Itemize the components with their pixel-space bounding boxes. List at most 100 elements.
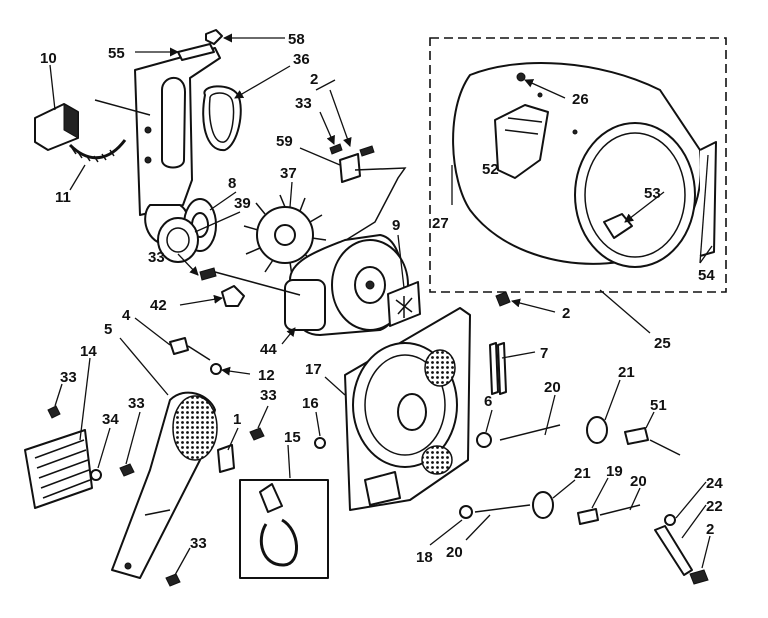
baffle-ribs [504, 117, 543, 135]
callout-10: 10 [40, 50, 57, 67]
bulkhead-inner [364, 354, 446, 456]
drum-assembly [429, 37, 727, 293]
drum-assembly-box [429, 37, 727, 293]
screw-33 [119, 463, 135, 477]
callout-2: 2 [310, 71, 318, 88]
bracket-1 [217, 444, 235, 473]
drum-hole [537, 92, 543, 98]
callout-44: 44 [260, 341, 277, 358]
glide-strip [489, 342, 499, 395]
drum-pulley-hub [166, 227, 190, 253]
callout-2: 2 [562, 305, 570, 322]
drum-front-rim [584, 132, 686, 258]
callout-59: 59 [276, 133, 293, 150]
callout-12: 12 [258, 367, 275, 384]
wire-20c [474, 504, 531, 513]
screw-2 [495, 291, 511, 307]
blower-wheel-hub [274, 224, 296, 246]
idler-pulley [221, 285, 245, 307]
drum-belt [202, 85, 242, 152]
screw-34 [90, 469, 102, 481]
screw-33 [47, 405, 61, 419]
callout-25: 25 [654, 335, 671, 352]
callout-53: 53 [644, 185, 661, 202]
callout-5: 5 [104, 321, 112, 338]
bulkhead-center [397, 393, 427, 431]
drum-baffle [494, 104, 549, 179]
callout-numbers: 58 55 36 10 11 2 33 59 8 37 39 9 33 42 4… [40, 31, 723, 566]
cord-wire [68, 139, 127, 160]
harness-coil [259, 518, 298, 567]
wire-51 [649, 439, 681, 456]
callout-33: 33 [148, 249, 165, 266]
callout-36: 36 [293, 51, 310, 68]
drum-roller-21 [586, 416, 608, 444]
idler-line [214, 271, 301, 296]
drum-hole [572, 129, 578, 135]
callout-22: 22 [706, 498, 723, 515]
callout-33: 33 [190, 535, 207, 552]
cord-coil [71, 147, 115, 163]
callout-4: 4 [122, 307, 131, 324]
front-panel-hole [124, 562, 132, 570]
callout-54: 54 [698, 267, 715, 284]
screw-33 [199, 267, 217, 281]
glide-strip [497, 342, 507, 395]
wire-20b [599, 504, 641, 516]
callout-6: 6 [484, 393, 492, 410]
callout-18: 18 [416, 549, 433, 566]
drum-screw [516, 72, 526, 82]
callout-58: 58 [288, 31, 305, 48]
cord-path [94, 99, 151, 116]
callout-55: 55 [108, 45, 125, 62]
callout-2: 2 [706, 521, 714, 538]
drum-roller-21b [532, 491, 554, 519]
callout-33: 33 [260, 387, 277, 404]
callout-34: 34 [102, 411, 119, 428]
callout-20: 20 [630, 473, 647, 490]
callout-21: 21 [574, 465, 591, 482]
screw-33 [249, 427, 265, 441]
motor-body [284, 279, 326, 331]
lint-screen [24, 429, 93, 509]
callout-33: 33 [60, 369, 77, 386]
callout-52: 52 [482, 161, 499, 178]
washer-18 [459, 505, 473, 519]
shaft-22 [654, 525, 693, 576]
callout-33: 33 [295, 95, 312, 112]
panel-hole [144, 156, 152, 164]
callout-20: 20 [544, 379, 561, 396]
bulkhead-assembly [344, 307, 471, 511]
blower-wheel [243, 194, 327, 277]
thermostat-symbol [395, 296, 413, 318]
lint-screen-mesh [34, 439, 91, 499]
screw-2 [689, 569, 709, 585]
front-panel-assembly [111, 391, 218, 579]
drum-front-opening [574, 122, 696, 268]
callout-21: 21 [618, 364, 635, 381]
motor-shaft [365, 280, 375, 290]
callout-37: 37 [280, 165, 297, 182]
callout-11: 11 [55, 189, 71, 206]
callout-39: 39 [234, 195, 251, 212]
part-4 [169, 337, 189, 355]
washer-24 [664, 514, 676, 526]
wire-4 [187, 345, 211, 361]
callout-19: 19 [606, 463, 623, 480]
wire-20a [499, 424, 561, 441]
cord-clamp-side [63, 103, 79, 139]
callout-42: 42 [150, 297, 167, 314]
callout-27: 27 [432, 215, 449, 232]
thermal-fuse [339, 153, 361, 183]
callout-7: 7 [540, 345, 548, 362]
callout-33: 33 [128, 395, 145, 412]
screw-33 [165, 573, 181, 587]
harness-kit-box [239, 479, 329, 579]
callout-15: 15 [284, 429, 301, 446]
screw-33 [329, 143, 343, 155]
rear-bracket [177, 43, 215, 61]
bulkhead-vent [424, 349, 456, 387]
screw-58 [205, 29, 223, 45]
